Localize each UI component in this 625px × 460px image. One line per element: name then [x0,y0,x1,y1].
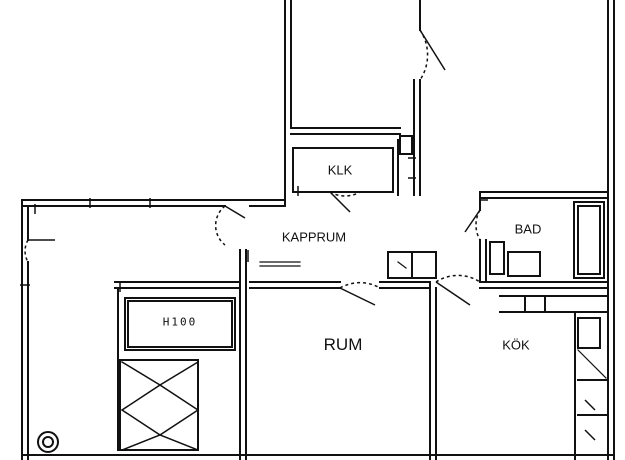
round-stove [37,431,59,453]
room-label-bad: BAD [514,221,542,237]
left-wing-top-wall [21,199,286,207]
bedroom-walls [114,249,247,460]
upper-room-walls [284,0,421,201]
wardrobe-h100 [124,297,236,351]
wardrobe-note-h100: H100 [162,315,198,329]
small-closet [387,251,437,279]
right-outer-wall [607,0,615,460]
door-swings [24,29,481,306]
room-label-klk: KLK [327,162,353,178]
room-label-kapprum: KAPPRUM [281,229,347,245]
room-label-kok: KÖK [502,337,530,353]
rum-walls [249,261,437,460]
wall-ticks [20,157,596,441]
left-outer-wall [21,199,29,460]
room-label-rum: RUM [323,335,363,354]
bathroom-walls [479,191,609,289]
kitchen-fixtures [499,295,609,460]
wardrobe-diagonal [119,359,200,451]
klk-closet-walls [292,135,413,196]
